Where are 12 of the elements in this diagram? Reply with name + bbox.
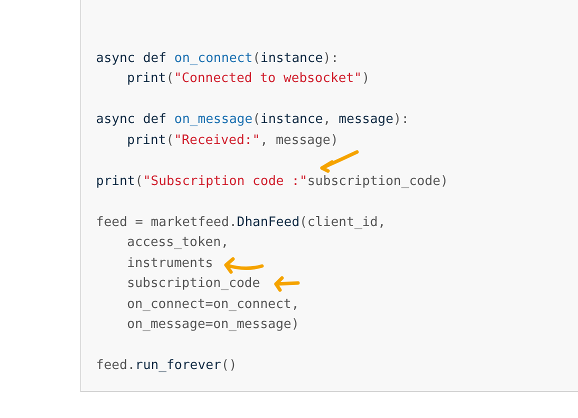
code-line: print("Received:", message) [127, 132, 338, 150]
code-line: async def on_message(instance, message): [96, 111, 410, 129]
code-line: feed.run_forever() [96, 357, 237, 375]
code-line: print("Subscription code :"subscription_code) [96, 172, 448, 190]
code-line: async def on_connect(instance): [96, 50, 339, 68]
code-line: print("Connected to websocket") [127, 70, 370, 88]
code-line: on_connect=on_connect, [127, 296, 300, 314]
code-line: subscription_code [127, 275, 260, 293]
code-line: on_message=on_message) [127, 316, 300, 334]
code-line: access_token, [127, 234, 229, 252]
code-line: instruments [127, 254, 214, 272]
code-line: feed = marketfeed.DhanFeed(client_id, [96, 214, 386, 232]
